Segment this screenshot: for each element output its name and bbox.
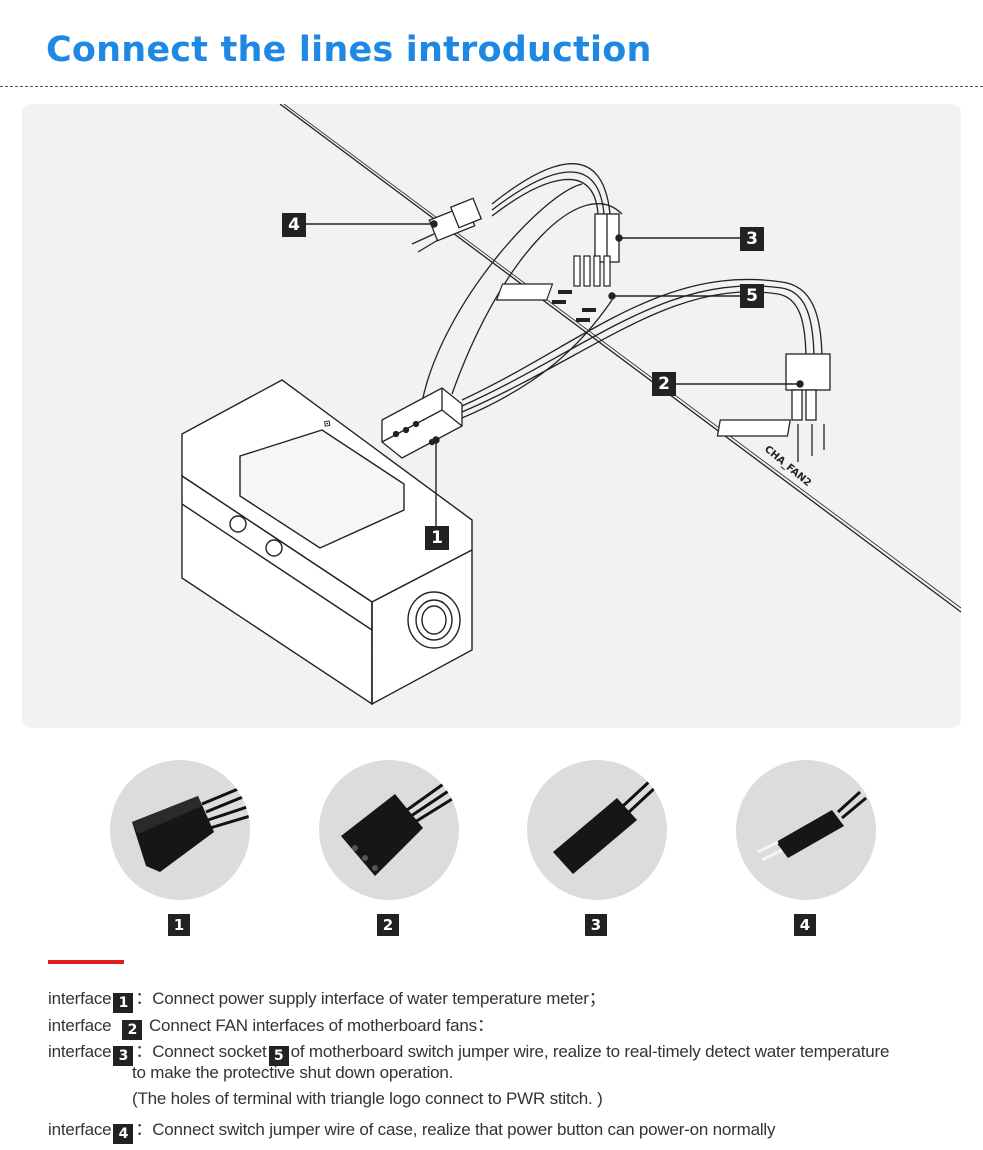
photo-label-3: 3: [585, 914, 607, 936]
connector-photo-3: [527, 760, 667, 900]
description-prefix: interface: [48, 1042, 112, 1061]
callout-2: 2: [652, 372, 676, 396]
page-title: Connect the lines introduction: [46, 30, 652, 70]
description-text: ：Connect power supply interface of water…: [135, 989, 606, 1008]
description-number-socket: 5: [268, 1046, 289, 1066]
description-number: 1: [113, 993, 134, 1013]
2-pin-socket-connector-icon: [553, 778, 659, 874]
connector-photo-4: [736, 760, 876, 900]
description-text: ：Connect switch jumper wire of case, rea…: [135, 1120, 776, 1139]
description-text: Connect FAN interfaces of motherboard fa…: [148, 1016, 494, 1035]
connector-photo-1: [110, 760, 250, 900]
callout-3: 3: [740, 227, 764, 251]
description-number: 2: [122, 1020, 143, 1040]
section-accent-rule: [48, 960, 124, 964]
3-pin-fan-connector-icon: [341, 778, 458, 876]
wiring-diagram-illustration: CHA_FAN2 ⟐: [181, 104, 961, 706]
photo-label-1: 1: [168, 914, 190, 936]
wiring-diagram: CHA_FAN2 ⟐: [22, 104, 961, 728]
2-pin-plug-connector-icon: [757, 790, 867, 862]
description-number: 4: [113, 1124, 134, 1144]
4-pin-fan-connector-icon: [132, 782, 250, 872]
description-text: ：Connect socket: [135, 1042, 267, 1061]
photo-label-4: 4: [794, 914, 816, 936]
photo-label-2: 2: [377, 914, 399, 936]
title-divider: [0, 86, 983, 87]
connector-photo-2: [319, 760, 459, 900]
description-interface-2: interface 2 Connect FAN interfaces of mo…: [48, 1011, 494, 1040]
description-text-cont: of motherboard switch jumper wire, reali…: [290, 1042, 890, 1061]
description-number: 3: [113, 1046, 134, 1066]
description-prefix: interface: [48, 1016, 112, 1035]
callout-5: 5: [740, 284, 764, 308]
description-prefix: interface: [48, 989, 112, 1008]
description-prefix: interface: [48, 1120, 112, 1139]
description-interface-3-continued: to make the protective shut down operati…: [132, 1063, 454, 1082]
description-interface-3-note: (The holes of terminal with triangle log…: [132, 1089, 603, 1108]
callout-4: 4: [282, 213, 306, 237]
callout-1: 1: [425, 526, 449, 550]
